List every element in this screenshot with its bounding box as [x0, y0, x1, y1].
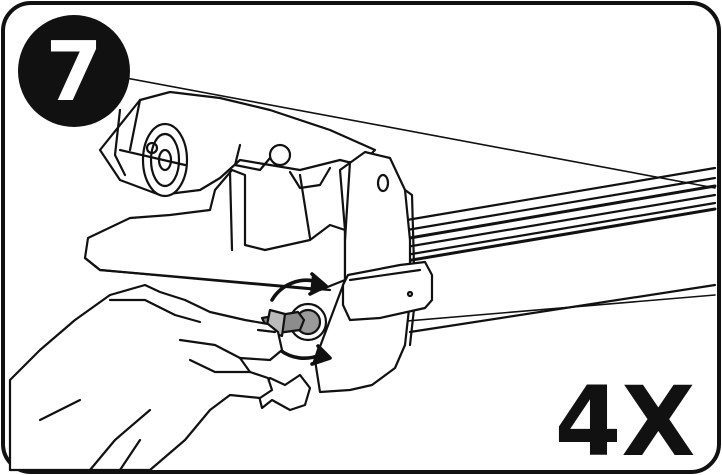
step-badge: 7 — [18, 15, 130, 127]
end-cap — [341, 260, 434, 322]
step-number: 7 — [45, 25, 102, 120]
roof-edge-line — [109, 74, 716, 189]
rotate-clockwise-icon — [270, 272, 332, 366]
support-strap — [256, 373, 312, 412]
hand — [8, 283, 284, 472]
roof-rack-illustration — [8, 74, 717, 472]
crossbar — [393, 166, 717, 334]
repeat-count-label: 4X — [555, 366, 696, 475]
